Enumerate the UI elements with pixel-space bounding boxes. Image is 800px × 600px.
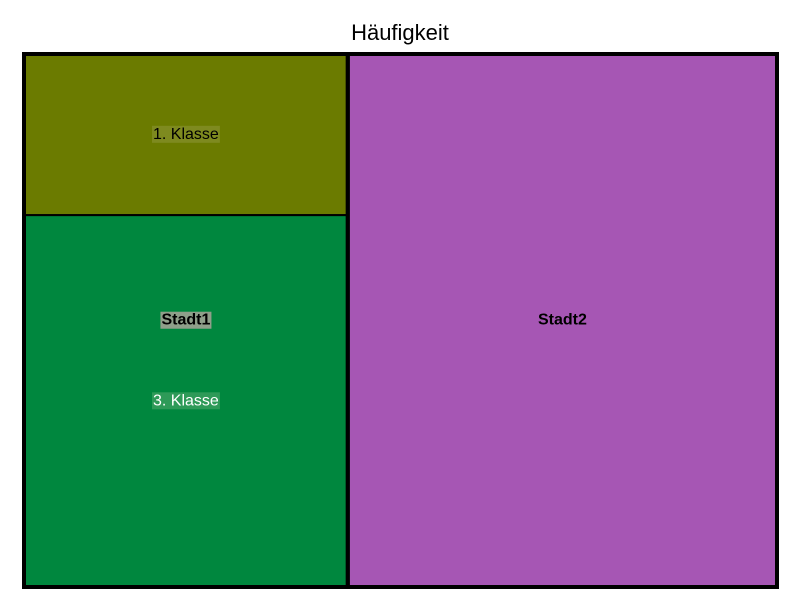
group-label-1: Stadt1 — [161, 312, 210, 329]
chart-title: Häufigkeit — [351, 20, 449, 45]
cell-label-1-1-bg — [151, 125, 220, 143]
cell-label-1-2: 3. Klasse — [153, 392, 219, 409]
group-label-2: Stadt2 — [538, 312, 587, 329]
cell-label-1-1: 1. Klasse — [153, 126, 219, 143]
cell-label-1-2-bg — [151, 392, 220, 410]
treemap-group-2 — [345, 52, 779, 589]
group-label-2-bg — [536, 311, 588, 329]
group-label-1-bg — [160, 311, 212, 329]
